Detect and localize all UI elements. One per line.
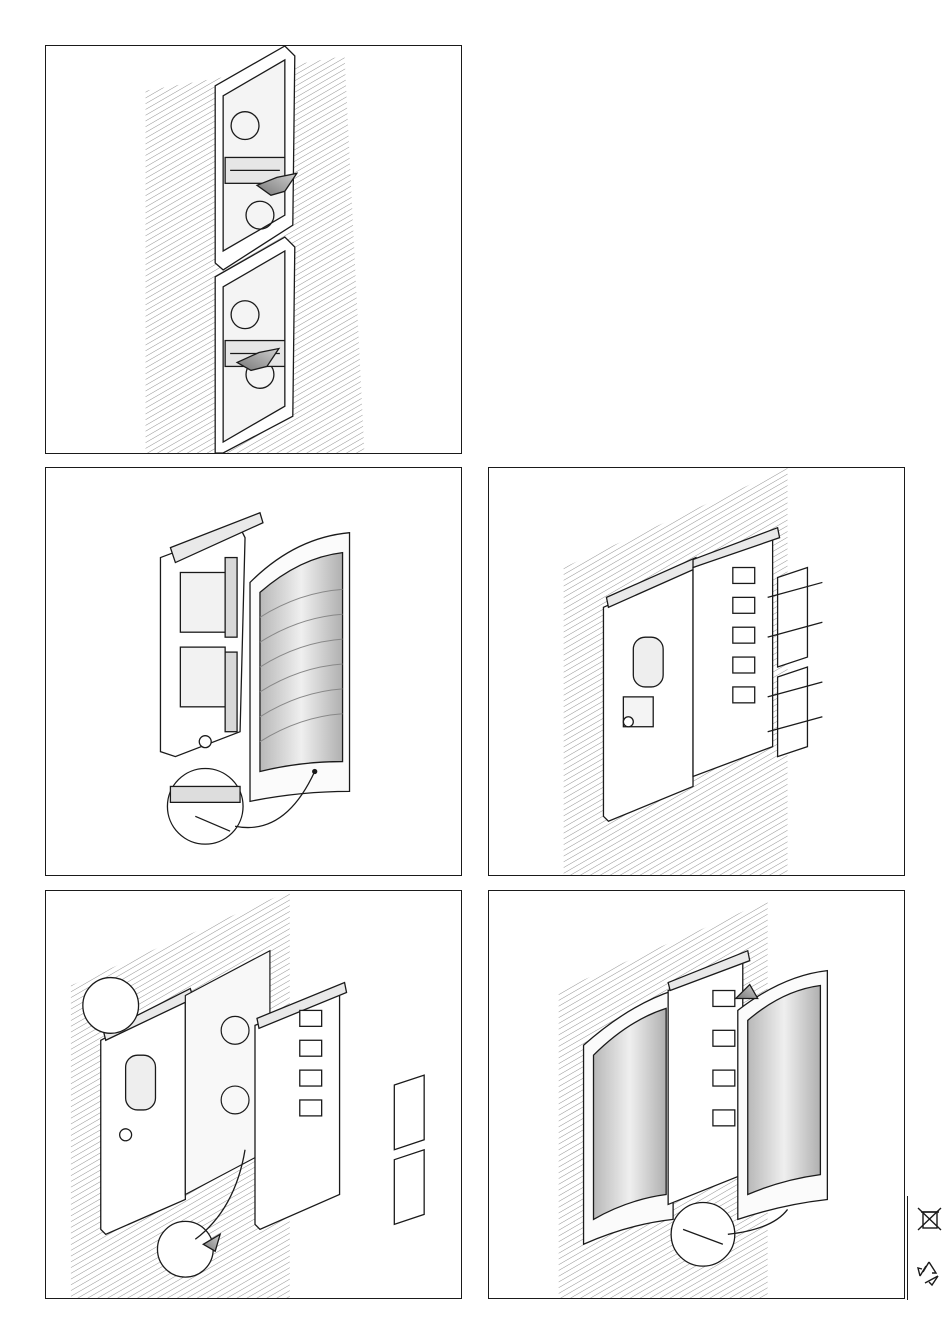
left-module — [603, 558, 698, 822]
right-cover — [736, 971, 828, 1220]
covers-fitted-illustration — [489, 891, 904, 1298]
front-cover — [250, 533, 350, 802]
wired-modules-illustration — [489, 468, 904, 875]
flush-boxes-illustration — [46, 46, 461, 453]
separate-frame — [255, 983, 347, 1230]
right-module — [693, 528, 780, 777]
symbols-column — [907, 1196, 948, 1300]
loose-clips — [394, 1075, 424, 1224]
panel-step-2 — [45, 467, 462, 876]
crossed-bin-icon — [914, 1204, 944, 1234]
panel-step-1 — [45, 45, 462, 454]
recycle-icon — [914, 1258, 944, 1288]
panel-step-4 — [45, 890, 462, 1299]
frame-and-cover-illustration — [46, 468, 461, 875]
panel-step-3 — [488, 467, 905, 876]
module-frame — [160, 513, 262, 757]
frame-fixing-illustration — [46, 891, 461, 1298]
lower-flush-box — [215, 237, 295, 453]
panel-step-5 — [488, 890, 905, 1299]
